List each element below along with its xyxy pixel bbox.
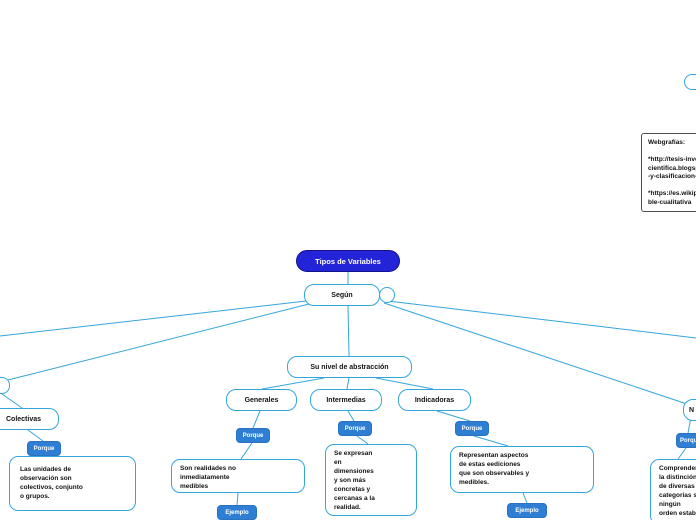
chip-porque-generales[interactable]: Porque	[236, 428, 270, 443]
reason-box-intermedias[interactable]: Se expresan en dimensiones y son más con…	[325, 444, 417, 516]
reason-box-colectivas[interactable]: Las unidades de observación son colectiv…	[9, 456, 136, 511]
node-su-nivel-de-abstraccion[interactable]: Su nivel de abstracción	[287, 356, 412, 378]
webgrafia-note[interactable]: Webgrafías: *http://tesis-investigacion-…	[641, 133, 696, 212]
node-segun[interactable]: Según	[304, 284, 380, 306]
reason-box-generales[interactable]: Son realidades no inmediatamente medible…	[171, 459, 305, 493]
chip-porque-intermedias[interactable]: Porque	[338, 421, 372, 436]
node-colectivas[interactable]: Colectivas	[0, 408, 59, 430]
chip-porque-colectivas[interactable]: Porque	[27, 441, 61, 456]
cut-node-left[interactable]	[0, 377, 10, 394]
chip-ejemplo-generales[interactable]: Ejemplo	[217, 505, 257, 520]
node-right-branch[interactable]: N	[683, 399, 696, 421]
chip-porque-indicadoras[interactable]: Porque	[455, 421, 489, 436]
node-generales[interactable]: Generales	[226, 389, 297, 411]
node-intermedias[interactable]: Intermedias	[310, 389, 382, 411]
root-node-tipos-de-variables[interactable]: Tipos de Variables	[296, 250, 400, 272]
collapsed-branch-indicator[interactable]	[379, 287, 395, 303]
chip-ejemplo-indicadoras[interactable]: Ejemplo	[507, 503, 547, 518]
cut-node-top-right[interactable]	[684, 74, 696, 90]
reason-box-indicadoras[interactable]: Representan aspectos de estas eediciones…	[450, 446, 594, 493]
node-indicadoras[interactable]: Indicadoras	[398, 389, 471, 411]
chip-porque-right[interactable]: Porque	[676, 433, 696, 448]
reason-box-right[interactable]: Comprenden la distinción de diversas cat…	[650, 459, 696, 520]
